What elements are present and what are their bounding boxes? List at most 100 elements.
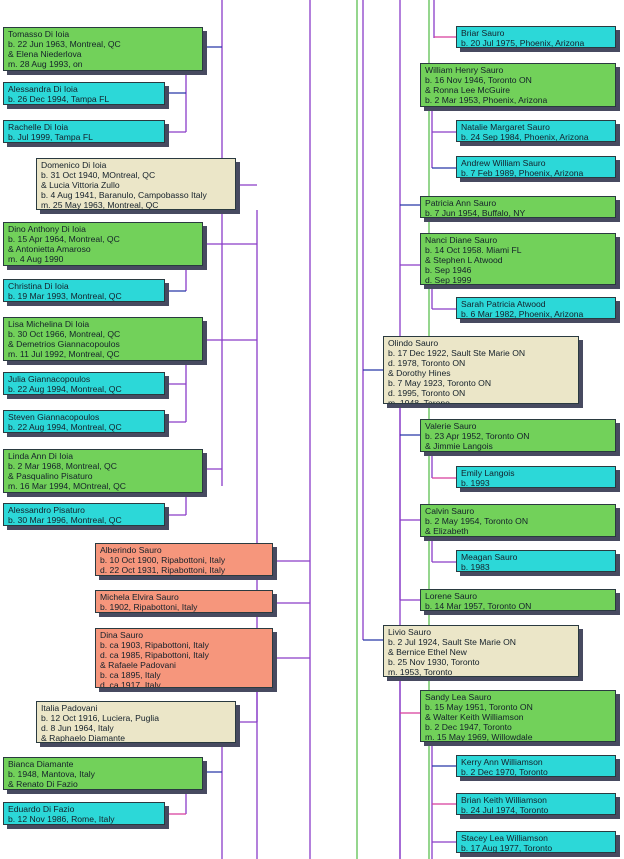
person-detail: m. 1948, Torono — [388, 398, 450, 404]
person-name: Brian Keith Williamson — [461, 795, 547, 805]
person-detail: & Stephen L Atwood — [425, 255, 503, 265]
person-detail: m. 15 May 1969, Willowdale — [425, 732, 533, 742]
person-name: Lisa Michelina Di Ioia — [8, 319, 90, 329]
person-detail: d. Sep 1999 — [425, 275, 472, 285]
person-detail: b. 6 Mar 1982, Phoenix, Arizona — [461, 309, 584, 319]
person-name: Italia Padovani — [41, 703, 98, 713]
person-name: Stacey Lea Williamson — [461, 833, 548, 843]
person-detail: d. 1995, Toronto ON — [388, 388, 466, 398]
person-name: William Henry Sauro — [425, 65, 504, 75]
person-detail: & Jimmie Langois — [425, 441, 493, 451]
person-detail: b. 12 Nov 1986, Rome, Italy — [8, 814, 115, 824]
person-name: Patricia Ann Sauro — [425, 198, 497, 208]
person-detail: d. ca 1985, Ripabottoni, Italy — [100, 650, 209, 660]
person-detail: d. 22 Oct 1931, Ripabottoni, Italy — [100, 565, 226, 575]
person-detail: b. 16 Nov 1946, Toronto ON — [425, 75, 532, 85]
person-name: Briar Sauro — [461, 28, 505, 38]
person-detail: b. 15 Apr 1964, Montreal, QC — [8, 234, 120, 244]
person-detail: b. 2 Jul 1924, Sault Ste Marie ON — [388, 637, 517, 647]
person-detail: b. 17 Aug 1977, Toronto — [461, 843, 553, 853]
person-detail: b. 14 Mar 1957, Toronto ON — [425, 601, 532, 611]
person-detail: b. 30 Oct 1966, Montreal, QC — [8, 329, 121, 339]
person-detail: & Dorothy Hines — [388, 368, 451, 378]
person-detail: & Demetrios Giannacopoulos — [8, 339, 120, 349]
person-detail: & Rafaele Padovani — [100, 660, 176, 670]
person-detail: & Bernice Ethel New — [388, 647, 467, 657]
person-detail: & Walter Keith Williamson — [425, 712, 524, 722]
person-detail: & Ronna Lee McGuire — [425, 85, 511, 95]
person-detail: b. 7 May 1923, Toronto ON — [388, 378, 492, 388]
person-name: Bianca Diamante — [8, 759, 74, 769]
person-detail: & Elizabeth — [425, 526, 469, 536]
person-detail: b. 4 Aug 1941, Baranulo, Campobasso Ital… — [41, 190, 207, 200]
person-detail: m. 28 Aug 1993, on — [8, 59, 83, 69]
person-detail: & Raphaelo Diamante — [41, 733, 126, 743]
person-detail: & Antonietta Amaroso — [8, 244, 91, 254]
person-detail: b. 31 Oct 1940, MOntreal, QC — [41, 170, 156, 180]
person-name: Olindo Sauro — [388, 338, 439, 348]
person-detail: b. 20 Jul 1975, Phoenix, Arizona — [461, 38, 585, 48]
person-name: Nanci Diane Sauro — [425, 235, 498, 245]
person-detail: b. 1948, Mantova, Italy — [8, 769, 95, 779]
person-name: Rachelle Di Ioia — [8, 122, 69, 132]
person-detail: & Pasqualino Pisaturo — [8, 471, 93, 481]
person-name: Calvin Sauro — [425, 506, 475, 516]
person-detail: b. 24 Jul 1974, Toronto — [461, 805, 549, 815]
person-detail: b. 19 Mar 1993, Montreal, QC — [8, 291, 122, 301]
person-detail: b. 15 May 1951, Toronto ON — [425, 702, 533, 712]
person-detail: b. 7 Feb 1989, Phoenix, Arizona — [461, 168, 584, 178]
person-detail: b. ca 1903, Ripabottoni, Italy — [100, 640, 209, 650]
person-name: Tomasso Di Ioia — [8, 29, 70, 39]
person-name: Domenico Di Ioia — [41, 160, 107, 170]
person-name: Steven Giannacopoulos — [8, 412, 100, 422]
person-name: Eduardo Di Fazio — [8, 804, 75, 814]
person-detail: b. 1902, Ripabottoni, Italy — [100, 602, 198, 612]
person-detail: b. 2 Dec 1970, Toronto — [461, 767, 548, 777]
person-detail: b. 23 Apr 1952, Toronto ON — [425, 431, 530, 441]
person-detail: b. 1983 — [461, 562, 490, 572]
person-name: Michela Elvira Sauro — [100, 592, 179, 602]
person-detail: b. 7 Jun 1954, Buffalo, NY — [425, 208, 526, 218]
person-detail: b. 2 May 1954, Toronto ON — [425, 516, 529, 526]
person-name: Andrew William Sauro — [461, 158, 546, 168]
person-detail: & Lucia Vittoria Zullo — [41, 180, 120, 190]
person-name: Linda Ann Di Ioia — [8, 451, 73, 461]
person-detail: m. 4 Aug 1990 — [8, 254, 64, 264]
person-detail: b. 10 Oct 1900, Ripabottoni, Italy — [100, 555, 226, 565]
